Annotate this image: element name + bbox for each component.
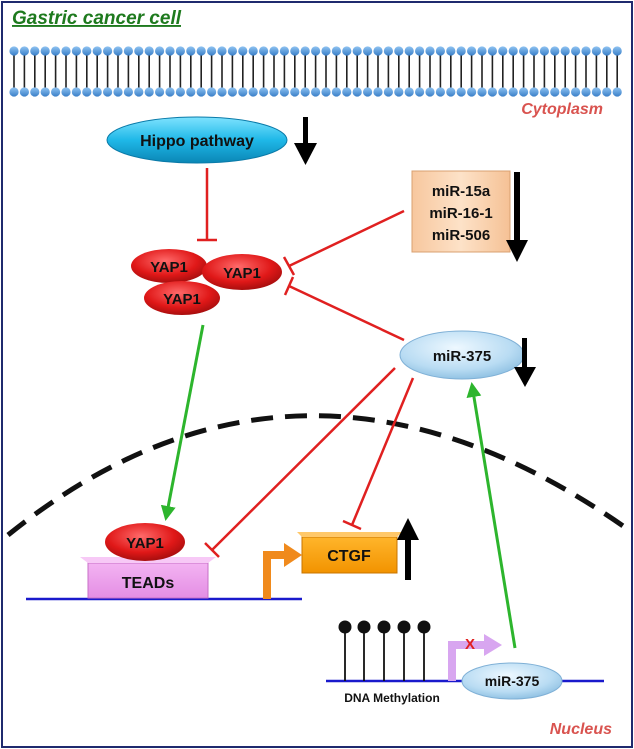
edge-mir375-inhibits-yap1 — [283, 276, 405, 342]
edge-mir375-inhibits-ctgf — [342, 377, 415, 531]
yap1-label-b: YAP1 — [223, 265, 261, 282]
edge-yap1-translocation — [160, 324, 205, 521]
edge-mir375-inhibits-teads — [204, 367, 396, 558]
mir375-gene-node: miR-375 — [461, 662, 563, 700]
hippo-pathway-label: Hippo pathway — [140, 133, 254, 150]
nucleus-label: Nucleus — [550, 721, 612, 738]
nuclear-envelope — [6, 413, 628, 537]
mir375-down-arrow-icon — [514, 338, 536, 387]
mirna-box-label-3: miR-506 — [432, 227, 490, 244]
yap1-cluster: YAP1 YAP1 YAP1 — [131, 249, 282, 315]
yap1-label-a: YAP1 — [150, 259, 188, 276]
ctgf-label: CTGF — [327, 548, 371, 565]
yap1-label-c: YAP1 — [163, 291, 201, 308]
edge-hippo-inhibits-yap1 — [197, 168, 217, 242]
hippo-pathway-node: Hippo pathway — [106, 116, 288, 164]
cytoplasm-label: Cytoplasm — [521, 101, 603, 118]
teads-label: TEADs — [122, 575, 175, 592]
methyl-lollipop-icon — [417, 620, 431, 681]
mirna-box-label-1: miR-15a — [432, 183, 491, 200]
edge-mirna-box-inhibits-yap1 — [282, 209, 405, 276]
ctgf-node: CTGF — [297, 532, 402, 574]
mir375-cytoplasm-label: miR-375 — [433, 348, 491, 365]
cell-membrane — [8, 46, 626, 97]
mirna-box-down-arrow-icon — [506, 172, 528, 262]
methylation-marks — [338, 620, 431, 681]
blocked-transcription-mark: X — [465, 636, 475, 653]
ctgf-promoter-arrow-icon — [263, 543, 302, 599]
ctgf-up-arrow-icon — [397, 518, 419, 580]
yap1-node-b: YAP1 — [202, 254, 282, 290]
mirna-box-label-2: miR-16-1 — [429, 205, 492, 222]
hippo-down-arrow-icon — [294, 117, 317, 165]
yap1-nuclear-label: YAP1 — [126, 535, 164, 552]
edge-mir375-export — [466, 382, 517, 649]
mir375-gene-label: miR-375 — [485, 673, 540, 689]
yap1-node-a: YAP1 — [131, 249, 207, 283]
mir375-promoter-arrow-icon — [448, 634, 502, 681]
methyl-lollipop-icon — [377, 620, 391, 681]
methyl-lollipop-icon — [357, 620, 371, 681]
figure-title: Gastric cancer cell — [12, 8, 182, 29]
mirna-box-node: miR-15a miR-16-1 miR-506 — [411, 170, 511, 253]
methyl-lollipop-icon — [338, 620, 352, 681]
yap1-node-c: YAP1 — [144, 281, 220, 315]
yap1-nuclear-node: YAP1 — [105, 523, 185, 561]
methyl-lollipop-icon — [397, 620, 411, 681]
mir375-cytoplasm-node: miR-375 — [399, 330, 525, 380]
dna-methylation-label: DNA Methylation — [344, 691, 440, 705]
teads-node: TEADs — [80, 557, 216, 599]
